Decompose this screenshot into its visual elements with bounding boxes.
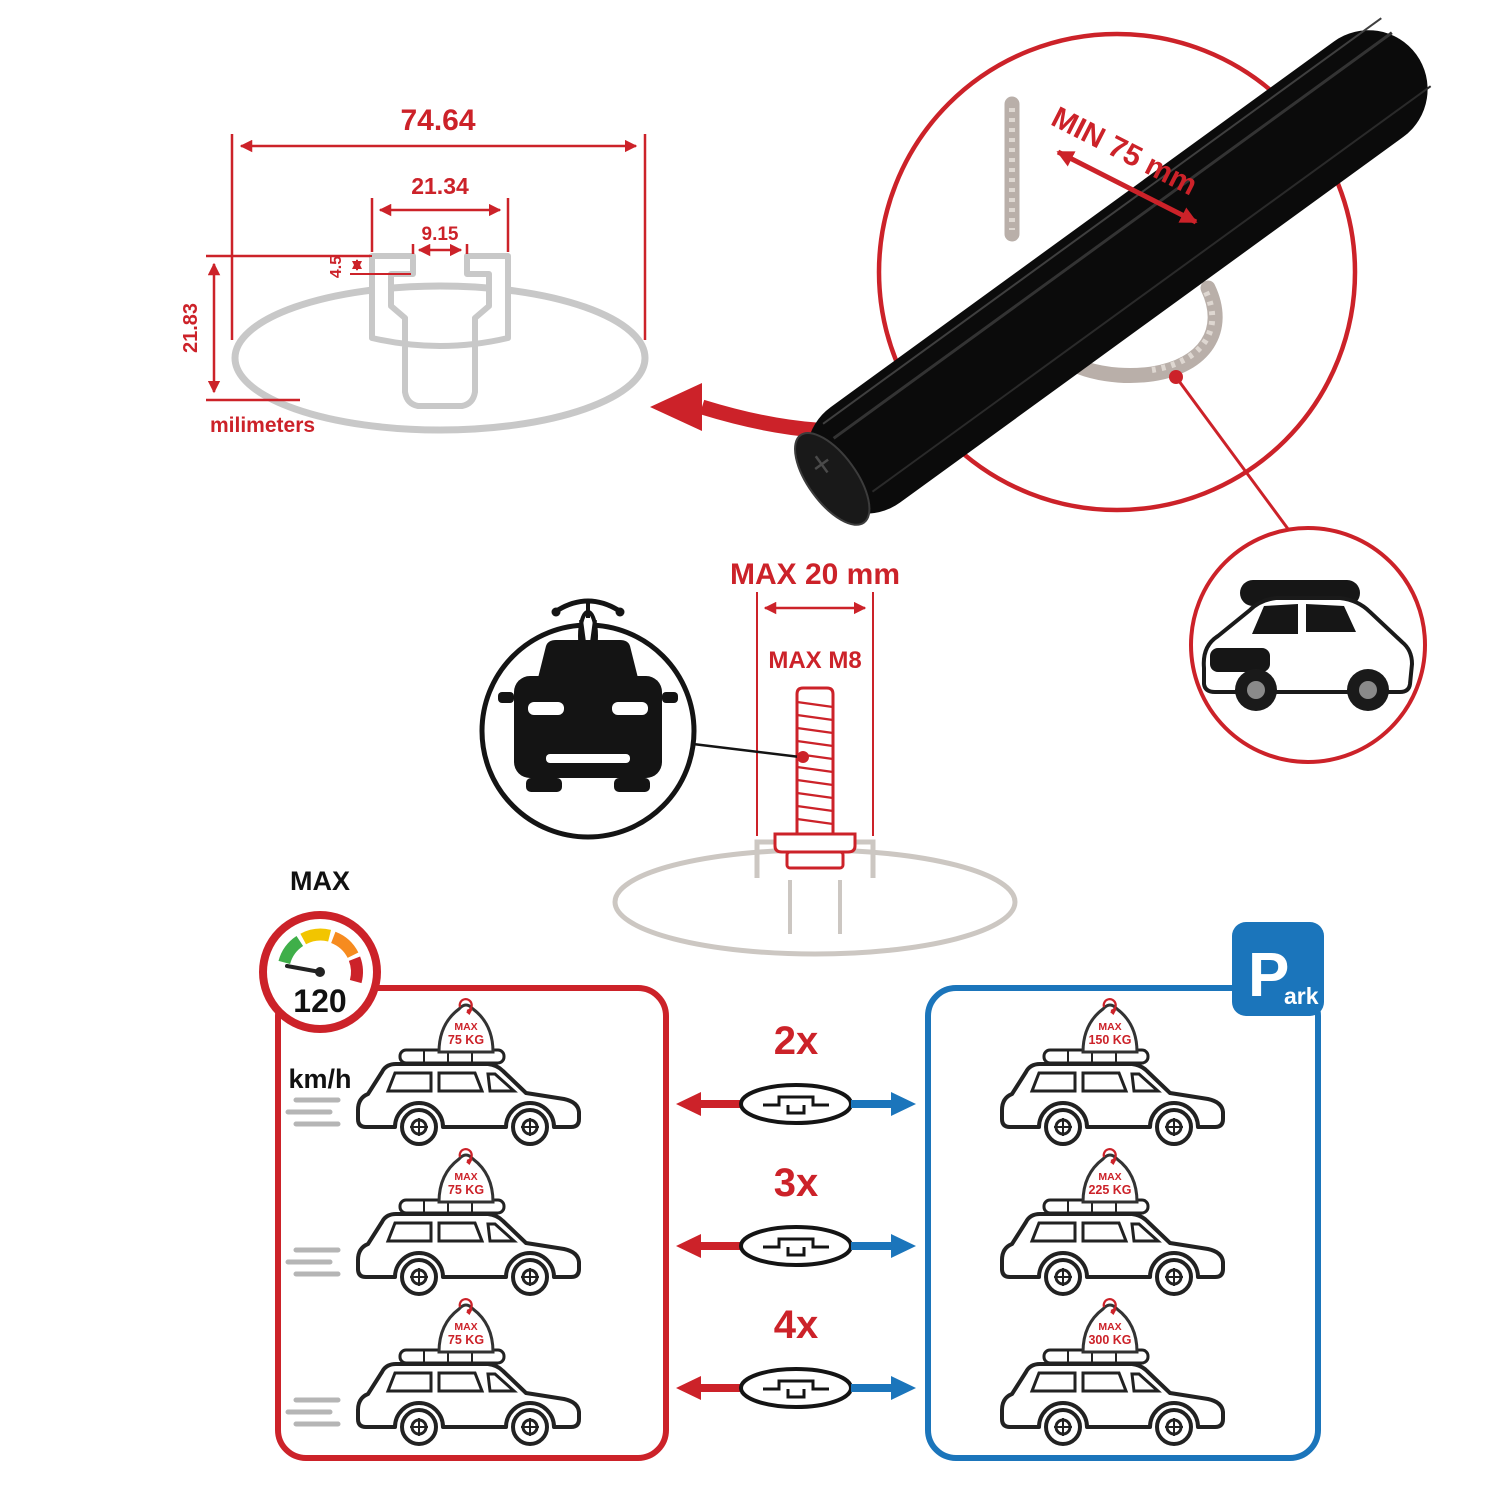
- red-arrow-head-1: [676, 1092, 701, 1116]
- parking-cars: MAX 150 KG MAX 225 KG MAX 300 KG: [1000, 997, 1225, 1446]
- blue-arrow-head-2: [891, 1234, 916, 1258]
- bar-count-rows: 2x 3x 4x: [676, 1019, 916, 1409]
- dim-label-opening: 9.15: [422, 224, 459, 245]
- speed-units: km/h: [288, 1064, 351, 1094]
- driving-load-max-2: MAX: [454, 1171, 477, 1183]
- car-headlight-left: [528, 702, 564, 715]
- clamp-hook-thread: [1151, 290, 1216, 373]
- bar-end-view-1: [739, 1083, 853, 1125]
- units-label: milimeters: [210, 414, 315, 437]
- bar-count-label-2: 3x: [774, 1161, 819, 1205]
- dim-label-channel-outer: 21.34: [411, 173, 469, 199]
- speed-limit-badge: MAX 120 km/h: [259, 866, 381, 1094]
- car-mirror-right: [662, 692, 678, 703]
- bar-end-slot-3: [763, 1379, 829, 1399]
- car-bumper-line: [546, 754, 630, 763]
- dim-ext-total-height: [206, 254, 370, 402]
- suv-side-glass: [1306, 604, 1356, 632]
- parking-load-max-1: MAX: [1098, 1021, 1121, 1033]
- bolt-leader-line: [692, 742, 801, 759]
- gauge-segment-orange: [330, 931, 359, 959]
- crossbar-groove-bottom: [871, 85, 1432, 493]
- driving-load-value-1: 75 KG: [448, 1033, 484, 1047]
- red-arrow-head-3: [676, 1376, 701, 1400]
- bar-detail-circle: MIN 75 mm: [794, 17, 1432, 534]
- suv-rear-hub: [1359, 681, 1377, 699]
- gauge-needle: [285, 964, 322, 974]
- crossbar-groove-top: [832, 31, 1393, 440]
- bike-grip-left: [551, 607, 561, 617]
- bar-end-view-2: [739, 1225, 853, 1267]
- blue-arrow-head-1: [891, 1092, 916, 1116]
- speed-lines-3: [285, 1397, 341, 1427]
- dim-label-total-width: 74.64: [400, 104, 475, 137]
- suv-front-hub: [1247, 681, 1265, 699]
- suv-windshield: [1252, 604, 1298, 634]
- car-front-body: [514, 676, 662, 778]
- parking-load-value-3: 300 KG: [1088, 1333, 1131, 1347]
- gauge-segment-green: [278, 935, 304, 965]
- parking-sign: P ark: [1232, 922, 1324, 1016]
- car-headlight-right: [612, 702, 648, 715]
- speed-value: 120: [293, 983, 346, 1019]
- dim-ext-bolt-width: [756, 592, 874, 836]
- driving-load-value-2: 75 KG: [448, 1183, 484, 1197]
- profile-cross-section-diagram: 74.64 21.34 9.15 4.5 21.83 milimeters: [180, 104, 649, 437]
- suv-roofbox-circle: [1189, 526, 1427, 764]
- parking-sign-plate: [1232, 922, 1324, 1016]
- gauge-segment-yellow: [300, 928, 332, 945]
- speed-lines-1: [285, 1097, 341, 1127]
- bolt-max-width-label: MAX 20 mm: [730, 558, 900, 591]
- driving-load-max-1: MAX: [454, 1021, 477, 1033]
- parking-load-max-3: MAX: [1098, 1321, 1121, 1333]
- bar-end-slot-1: [763, 1095, 829, 1115]
- parking-load-max-2: MAX: [1098, 1171, 1121, 1183]
- bar-end-view-3: [739, 1367, 853, 1409]
- parking-load-value-2: 225 KG: [1088, 1183, 1131, 1197]
- bolt-leader-dot: [797, 751, 809, 763]
- bar-count-label-3: 4x: [774, 1303, 819, 1347]
- bolt-max-thread-label: MAX M8: [768, 647, 861, 674]
- bar-count-label-1: 2x: [774, 1019, 819, 1063]
- dim-ext-opening: [411, 244, 469, 254]
- parking-sign-p: P: [1248, 941, 1289, 1010]
- car-mirror-left: [498, 692, 514, 703]
- dim-ext-channel-outer: [370, 198, 510, 252]
- car-cabin: [538, 640, 638, 678]
- car-wheel-left: [526, 778, 562, 792]
- gauge-segment-red: [348, 956, 363, 984]
- bike-grip-right: [615, 607, 625, 617]
- dim-ext-total-width: [230, 134, 647, 340]
- callout-line: [1174, 376, 1293, 534]
- driving-load-max-3: MAX: [454, 1321, 477, 1333]
- driving-cars: MAX 75 KG MAX 75 KG MAX 75 KG: [285, 997, 581, 1446]
- bolt-threads: [796, 700, 834, 826]
- bar-end-slot-2: [763, 1237, 829, 1257]
- crossbar-body: [806, 30, 1428, 514]
- driving-load-value-3: 75 KG: [448, 1333, 484, 1347]
- profile-ellipse: [231, 282, 649, 434]
- bolt-flange: [773, 832, 857, 854]
- red-arrow-head-2: [676, 1234, 701, 1258]
- suv-grille: [1210, 648, 1270, 672]
- blue-arrow-head-3: [891, 1376, 916, 1400]
- zoom-arrow-head: [650, 383, 702, 431]
- car-wheel-right: [614, 778, 650, 792]
- dim-label-total-height: 21.83: [180, 303, 202, 353]
- dim-label-lip: 4.5: [328, 256, 345, 278]
- t-slot-channel: [369, 253, 511, 409]
- t-bolt-diagram: MAX 20 mm MAX M8: [479, 558, 1018, 957]
- bolt-profile-stem: [788, 880, 842, 934]
- speed-lines-2: [285, 1247, 341, 1277]
- car-bike-circle: [479, 598, 697, 840]
- min-span-arrow: [1056, 149, 1198, 225]
- crossbar-end-cap: [794, 431, 871, 526]
- speed-max-heading: MAX: [290, 866, 350, 896]
- bolt-t-head: [785, 850, 845, 870]
- gauge-hub: [315, 967, 325, 977]
- parking-sign-ark: ark: [1284, 983, 1319, 1009]
- parking-load-value-1: 150 KG: [1088, 1033, 1131, 1047]
- end-cap-slot: [814, 455, 829, 474]
